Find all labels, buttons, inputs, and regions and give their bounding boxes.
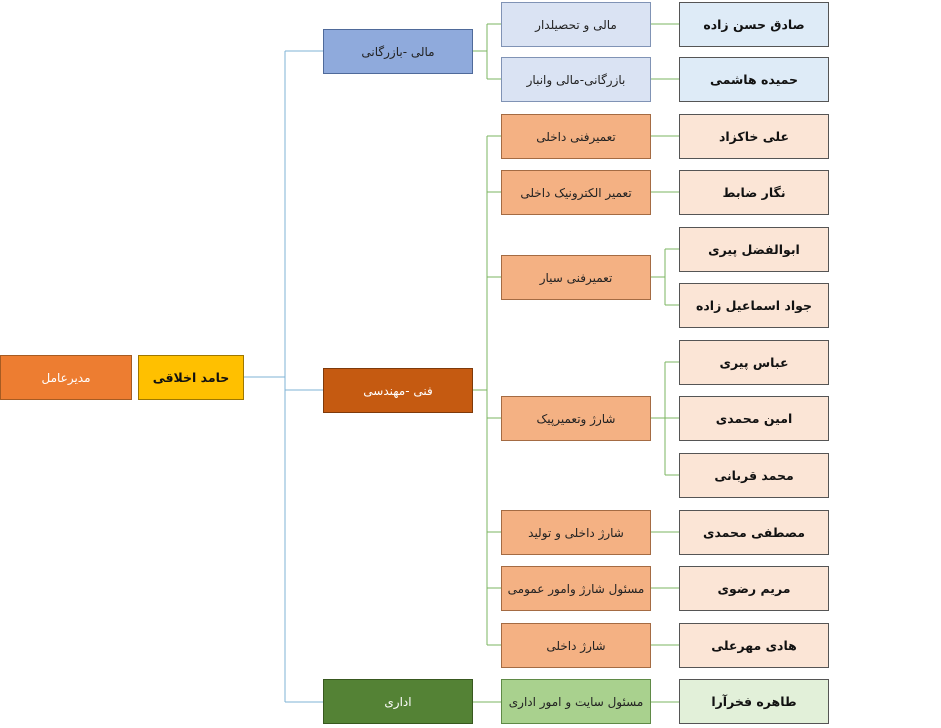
ceo-name-box: حامد اخلاقی [138,355,244,400]
unit-internal-repair: تعمیرفنی داخلی [501,114,651,159]
connector-engineering-units [473,135,501,646]
connector-finance-units [473,23,501,80]
unit-internal-charge-production: شارژ داخلی و تولید [501,510,651,555]
unit-internal-charge: شارژ داخلی [501,623,651,668]
unit-charge-general-affairs: مسئول شارژ وامور عمومی [501,566,651,611]
unit-charge-repair: شارژ وتعمیرپیک [501,396,651,441]
connector-root-departments [244,50,323,703]
person-box: عباس پیری [679,340,829,385]
unit-electronics-repair: تعمیر الکترونیک داخلی [501,170,651,215]
person-box: ابوالفضل پیری [679,227,829,272]
connector-mobile-repair-people [651,248,679,306]
person-box: مریم رضوی [679,566,829,611]
person-box: هادی مهرعلی [679,623,829,668]
department-engineering: فنی -مهندسی [323,368,473,413]
connector-charge-repair-people [651,361,679,476]
department-finance: مالی -بازرگانی [323,29,473,74]
person-box: محمد قربانی [679,453,829,498]
unit-mobile-repair: تعمیرفنی سیار [501,255,651,300]
ceo-role-box: مدیرعامل [0,355,132,400]
unit-commerce-warehouse: بازرگانی-مالی وانبار [501,57,651,102]
person-box: امین محمدی [679,396,829,441]
person-box: حمیده هاشمی [679,57,829,102]
person-box: طاهره فخرآرا [679,679,829,724]
person-box: صادق حسن زاده [679,2,829,47]
connector-units-people [651,23,679,703]
unit-finance-cashier: مالی و تحصیلدار [501,2,651,47]
department-admin: اداری [323,679,473,724]
person-box: جواد اسماعیل زاده [679,283,829,328]
person-box: نگار ضابط [679,170,829,215]
person-box: علی خاکزاد [679,114,829,159]
person-box: مصطفی محمدی [679,510,829,555]
unit-site-admin: مسئول سایت و امور اداری [501,679,651,724]
